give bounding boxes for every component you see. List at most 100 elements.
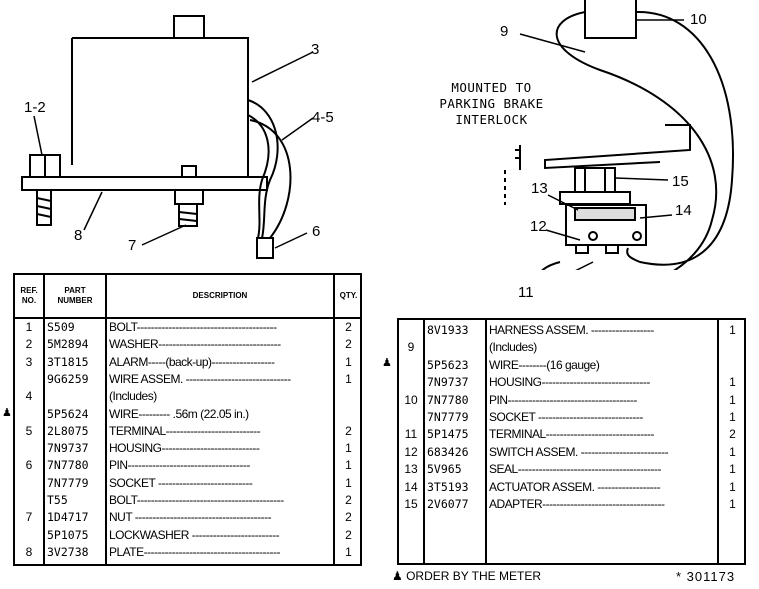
qty-cell: 2 — [345, 320, 352, 334]
part-number-cell: 7N9737 — [47, 441, 89, 456]
table-row: 2 5M2894 WASHER---------------------------… — [15, 336, 360, 353]
table-row: 4 (Includes) — [15, 388, 360, 405]
ref-cell: 1 — [25, 320, 33, 334]
table-row: 3 3T1815 ALARM-----(back-up)--------------… — [15, 354, 360, 371]
switch-assembly-drawing — [504, 0, 734, 270]
description-cell: TERMINAL------------------------------- — [489, 427, 655, 442]
description-cell: TERMINAL--------------------------- — [109, 423, 261, 438]
qty-cell: 1 — [345, 475, 352, 490]
table-row: 5P1075 LOCKWASHER -----------------------… — [15, 527, 360, 544]
description-cell: HOUSING------------------------------- — [489, 375, 650, 390]
description-cell: NUT ------------------------------------… — [109, 510, 272, 525]
callout-10: 10 — [690, 11, 707, 28]
ref-cell: 13 — [404, 462, 418, 477]
table-row: T55 BOLT---------------------------------… — [15, 492, 360, 509]
ref-cell: 8 — [25, 544, 33, 559]
table-row: 8 3V2738 PLATE----------------------------… — [15, 544, 360, 561]
part-number-cell: 7N7780 — [47, 458, 89, 473]
table-row: 5P5624 WIRE--------- .56m (22.05 in.) — [15, 406, 360, 423]
part-number-cell: 9G6259 — [47, 371, 89, 386]
part-number-cell: T55 — [47, 493, 68, 507]
ref-cell: 4 — [25, 389, 33, 404]
table-row: 5 2L8075 TERMINAL-------------------------… — [15, 423, 360, 440]
table-row: 6 7N7780 PIN------------------------------… — [15, 457, 360, 474]
mount-note-line: MOUNTED TO — [451, 80, 532, 95]
description-cell: HOUSING---------------------------- — [109, 441, 260, 456]
qty-cell: 1 — [729, 479, 736, 494]
qty-cell: 1 — [345, 371, 352, 386]
part-number-cell: 3T5193 — [427, 479, 469, 494]
callout-7: 7 — [128, 237, 137, 254]
document-id: * 301173 — [676, 569, 736, 584]
part-number-cell: 5P5623 — [427, 357, 469, 372]
part-number-cell: 5P1075 — [47, 527, 89, 542]
description-cell: SOCKET ------------------------------ — [489, 410, 643, 424]
part-number-cell: 2L8075 — [47, 423, 89, 438]
ref-cell: 5 — [25, 423, 33, 438]
qty-cell: 1 — [729, 323, 736, 337]
part-number-cell: 7N7780 — [427, 392, 469, 407]
qty-cell: 1 — [345, 354, 352, 369]
parts-illustration — [21, 0, 734, 270]
description-cell: LOCKWASHER ------------------------- — [109, 527, 280, 542]
description-cell: BOLT------------------------------------… — [109, 493, 284, 507]
description-cell: ALARM-----(back-up)------------------ — [109, 354, 275, 369]
description-cell: PLATE-----------------------------------… — [109, 544, 280, 559]
part-number-cell: 8V1933 — [427, 323, 469, 337]
part-number-cell: 3V2738 — [47, 544, 89, 559]
qty-cell: 1 — [345, 458, 352, 473]
description-cell: PIN----------------------------------- — [109, 458, 250, 473]
mount-note-line: PARKING BRAKE — [439, 96, 544, 111]
part-number-cell: 5V965 — [427, 462, 462, 477]
qty-cell: 2 — [345, 493, 352, 507]
footnote: ♟ ORDER BY THE METER — [392, 569, 542, 583]
callout-leaders-left — [33, 51, 314, 249]
ref-cell: 3 — [25, 354, 33, 369]
ref-cell: 2 — [25, 337, 33, 352]
ref-cell: 15 — [404, 497, 418, 511]
callout-15: 15 — [672, 173, 689, 190]
description-cell: WIRE--------- .56m (22.05 in.) — [109, 406, 249, 421]
description-cell: SWITCH ASSEM. ------------------------- — [489, 444, 669, 459]
callout-4-5: 4-5 — [312, 109, 334, 126]
qty-cell: 1 — [345, 544, 352, 559]
ref-cell: 6 — [25, 458, 33, 473]
description-cell: WASHER----------------------------------… — [109, 337, 281, 352]
part-number-cell: 3T1815 — [47, 354, 89, 369]
table-row: 7 1D4717 NUT -----------------------------… — [15, 509, 360, 526]
description-cell: ACTUATOR ASSEM. ------------------ — [489, 479, 661, 494]
description-cell: WIRE ASSEM. ----------------------------… — [109, 371, 291, 386]
mount-note: MOUNTED TO PARKING BRAKE INTERLOCK — [424, 80, 559, 128]
part-number-cell: 5M2894 — [47, 337, 89, 352]
ref-cell: 7 — [25, 510, 33, 525]
callout-6: 6 — [312, 223, 321, 240]
callout-1-2: 1-2 — [24, 99, 46, 116]
description-cell: SEAL------------------------------------… — [489, 462, 662, 477]
table-row: 7N9737 HOUSING---------------------------… — [399, 374, 744, 391]
backup-alarm-drawing — [21, 15, 292, 259]
ref-cell: 11 — [404, 427, 418, 442]
description-cell: SOCKET --------------------------- — [109, 475, 253, 490]
description-cell: (Includes) — [109, 389, 157, 404]
description-cell: BOLT------------------------------------… — [109, 320, 277, 334]
qty-cell: 1 — [345, 441, 352, 456]
part-number-cell: 1D4717 — [47, 510, 89, 525]
qty-cell: 1 — [729, 392, 736, 407]
qty-cell: 2 — [345, 337, 352, 352]
qty-cell: 2 — [345, 423, 352, 438]
qty-cell: 1 — [729, 410, 736, 424]
callout-9: 9 — [500, 23, 509, 40]
part-number-cell: 683426 — [427, 444, 469, 459]
part-number-cell: 7N9737 — [427, 375, 469, 390]
part-number-cell: 5P5624 — [47, 406, 89, 421]
